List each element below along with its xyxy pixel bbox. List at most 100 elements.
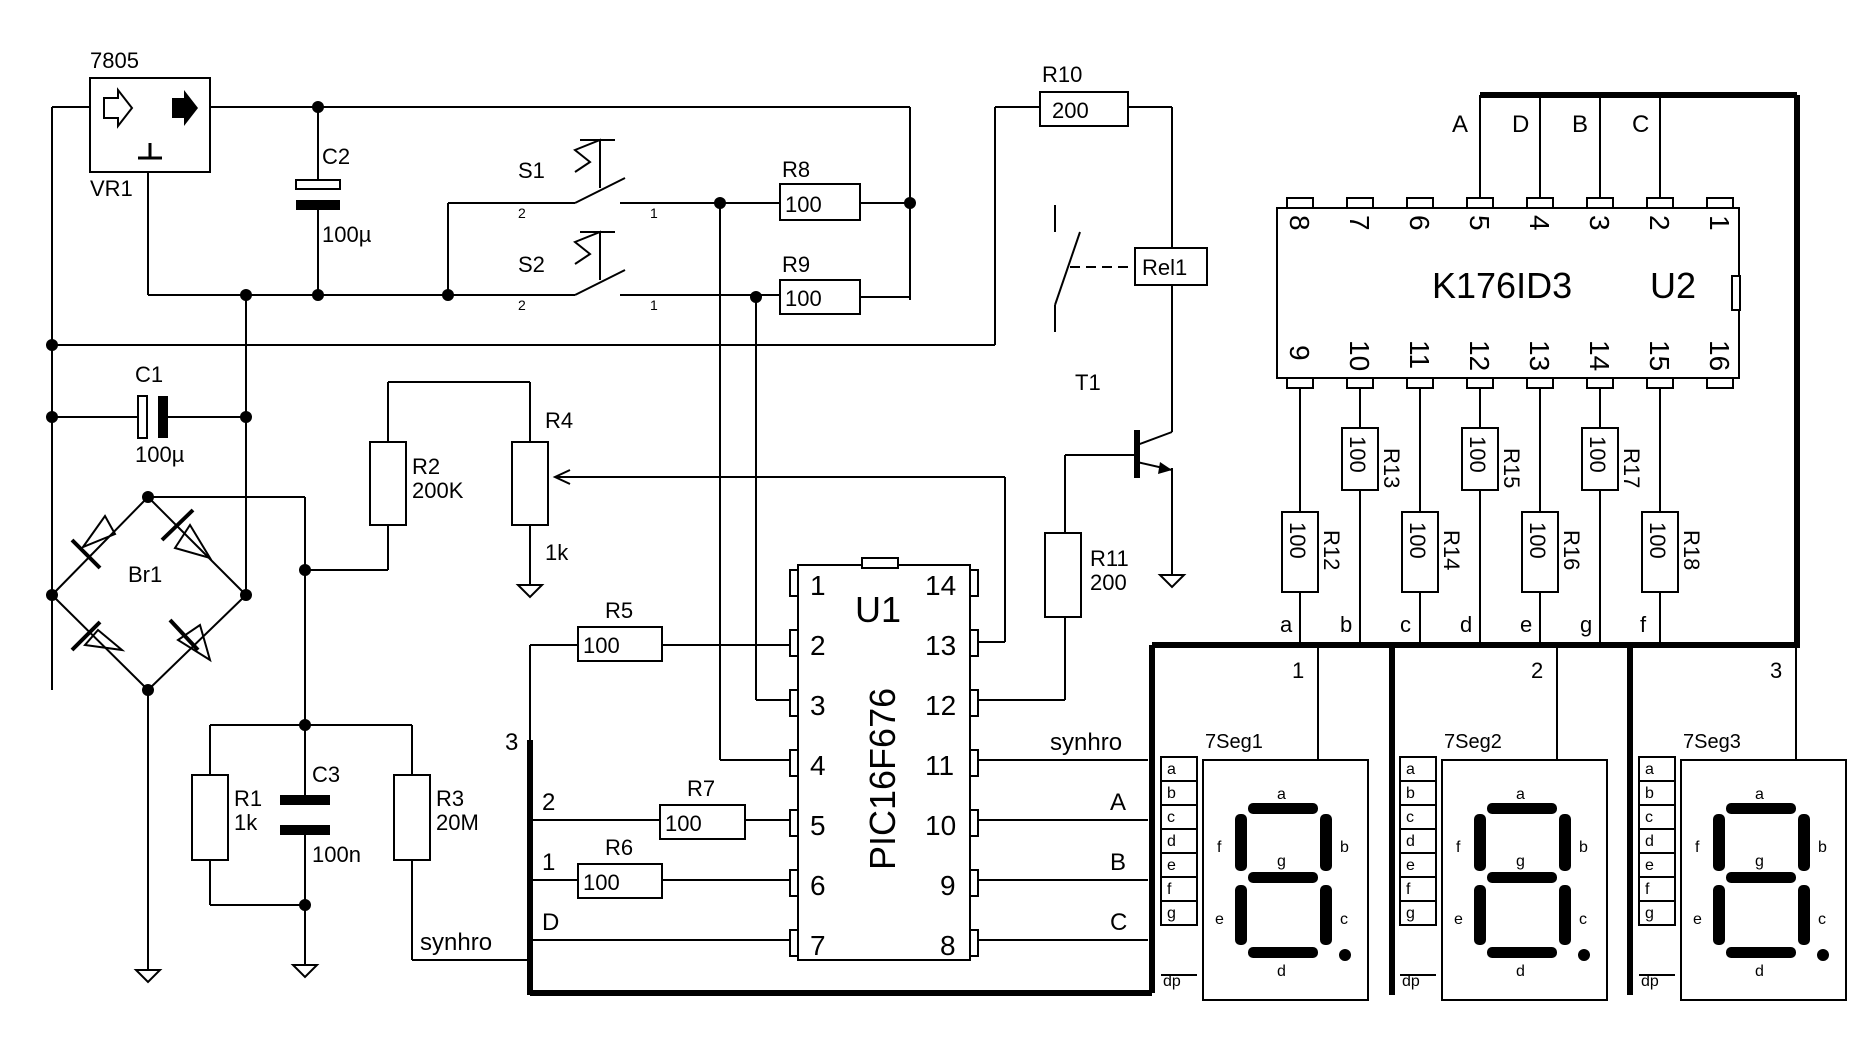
seven-segment-display-1: 1 7Seg1 a b c d e f g dp <box>1160 658 1369 1001</box>
display-pin-label: g <box>1167 905 1176 922</box>
regulator-ref-label: VR1 <box>90 176 133 201</box>
segment-label: a <box>1755 786 1764 803</box>
segment-label: e <box>1454 911 1463 928</box>
r2-ref-label: R2 <box>412 454 440 479</box>
resistor-r15: 100 R15 <box>1461 427 1524 491</box>
decoder-u2: 8 7 6 5 4 3 2 1 9 10 11 12 13 14 15 16 <box>1276 111 1741 389</box>
r12-value-label: 100 <box>1285 522 1310 559</box>
display-pin-label: dp <box>1641 973 1659 990</box>
mcu-pin-label: 1 <box>810 570 826 601</box>
net-label-B: B <box>1110 849 1126 876</box>
display-pin-label: f <box>1167 881 1172 898</box>
buses <box>527 92 1800 996</box>
display-pin-ladder: a b c d e f g dp <box>1399 756 1437 990</box>
r3-value-label: 20M <box>436 810 479 835</box>
resistor-r8: 100 R8 <box>779 157 861 221</box>
mcu-pin-label: 3 <box>810 690 826 721</box>
segment-label: d <box>1516 963 1525 980</box>
resistor-r2: R2 200K <box>369 441 464 526</box>
resistor-r7: 100 R7 <box>659 776 746 840</box>
display-ref-label: 7Seg3 <box>1683 731 1741 753</box>
r3-ref-label: R3 <box>436 786 464 811</box>
segment-label: f <box>1456 839 1461 856</box>
segment-resistors: 100 R12 100 R13 100 R14 100 R15 100 R16 … <box>1280 427 1704 637</box>
junctions <box>46 101 916 911</box>
r8-value-label: 100 <box>785 192 822 217</box>
decoder-pin-label: 1 <box>1704 215 1735 231</box>
decoder-pin-label: 7 <box>1344 215 1375 231</box>
segment-label: e <box>1215 911 1224 928</box>
r15-value-label: 100 <box>1465 436 1490 473</box>
display-pin-label: e <box>1406 857 1415 874</box>
display-pin-label: a <box>1406 761 1415 778</box>
switch-s2: S2 2 1 <box>515 230 658 313</box>
display-pin-label: c <box>1406 809 1414 826</box>
mcu-pin-label: 9 <box>940 870 956 901</box>
decoder-pin-label: 6 <box>1404 215 1435 231</box>
r4-ref-label: R4 <box>545 408 573 433</box>
resistor-r5: 100 R5 <box>577 598 663 662</box>
decoder-pin-label: 2 <box>1644 215 1675 231</box>
display-pin-label: dp <box>1163 973 1181 990</box>
display-pin-label: dp <box>1402 973 1420 990</box>
decoder-input-label: A <box>1452 111 1468 138</box>
decoder-pin-label: 9 <box>1284 345 1315 361</box>
r4-value-label: 1k <box>545 540 569 565</box>
seven-segment-display-3: 3 7Seg3 a b c d e f g dp <box>1638 658 1847 1001</box>
c2-value-label: 100µ <box>322 222 372 247</box>
net-labels: synhro synhro 3 2 1 D A B C <box>420 729 1127 956</box>
decoder-pin-label: 13 <box>1524 340 1555 371</box>
decoder-pin-label: 8 <box>1284 215 1315 231</box>
decoder-pin-label: 4 <box>1524 215 1555 231</box>
resistor-r10: 200 R10 <box>1039 62 1129 127</box>
switch-s1: S1 2 1 <box>515 138 658 221</box>
segment-label: b <box>1340 839 1349 856</box>
r16-ref-label: R16 <box>1559 530 1584 570</box>
r6-value-label: 100 <box>583 870 620 895</box>
segment-bus-label: f <box>1640 612 1647 637</box>
display-pin-label: e <box>1645 857 1654 874</box>
bus-label-2: 2 <box>542 789 555 816</box>
r9-ref-label: R9 <box>782 252 810 277</box>
bus-label-1: 1 <box>542 849 555 876</box>
seven-segment-glyph: a b c d e f g <box>1454 786 1590 980</box>
decoder-input-label: D <box>1512 111 1529 138</box>
display-pin-label: c <box>1645 809 1653 826</box>
segment-label: c <box>1340 911 1348 928</box>
r18-value-label: 100 <box>1645 522 1670 559</box>
display-pin-label: b <box>1167 785 1176 802</box>
r5-ref-label: R5 <box>605 598 633 623</box>
r17-ref-label: R17 <box>1619 448 1644 488</box>
capacitor-c2: C2 100µ <box>295 144 372 247</box>
display-pin-label: g <box>1406 905 1415 922</box>
net-label-A: A <box>1110 789 1126 816</box>
segment-label: a <box>1516 786 1525 803</box>
display-pin-label: b <box>1645 785 1654 802</box>
bus-label-D: D <box>542 909 559 936</box>
mcu-pin-label: 4 <box>810 750 826 781</box>
decoder-bottom-pins: 9 10 11 12 13 14 15 16 <box>1284 340 1735 389</box>
transistor-t1: T1 <box>1075 370 1173 478</box>
decoder-pin-label: 5 <box>1464 215 1495 231</box>
seven-segment-glyph: a b c d e f g <box>1215 786 1351 980</box>
regulator-vr1: 7805 VR1 <box>89 48 211 201</box>
r1-ref-label: R1 <box>234 786 262 811</box>
segment-label: f <box>1217 839 1222 856</box>
segment-label: g <box>1277 853 1286 870</box>
r7-value-label: 100 <box>665 811 702 836</box>
mcu-pin-label: 2 <box>810 630 826 661</box>
seven-segment-glyph: a b c d e f g <box>1693 786 1829 980</box>
display-pin-label: d <box>1406 833 1415 850</box>
segment-label: b <box>1818 839 1827 856</box>
display-digit-label: 3 <box>1770 658 1782 683</box>
mcu-pin-label: 10 <box>925 810 956 841</box>
decoder-pin-label: 15 <box>1644 340 1675 371</box>
br1-ref-label: Br1 <box>128 562 162 587</box>
net-label-C: C <box>1110 909 1127 936</box>
segment-label: e <box>1693 911 1702 928</box>
mcu-part-label: PIC16F676 <box>862 688 903 870</box>
display-pin-ladder: a b c d e f g dp <box>1160 756 1198 990</box>
mcu-pin-label: 12 <box>925 690 956 721</box>
s2-pin2-label: 2 <box>518 297 526 313</box>
r10-ref-label: R10 <box>1042 62 1082 87</box>
